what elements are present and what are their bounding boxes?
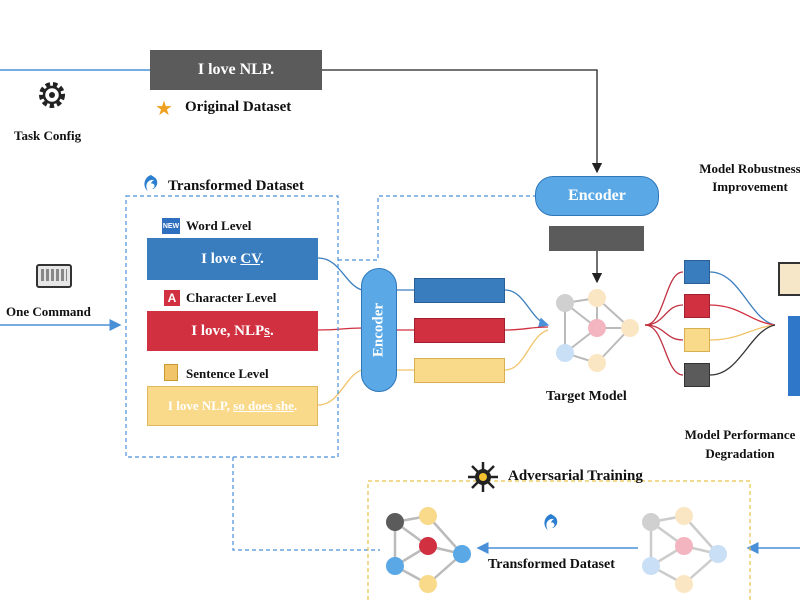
top-encoder-label: Encoder xyxy=(568,187,626,204)
embedding-bar-yellow xyxy=(414,358,505,383)
scroll-icon xyxy=(164,364,178,381)
keyboard-icon xyxy=(36,264,72,288)
character-level-box: I love, NLPs. xyxy=(147,311,318,351)
word-level-label: Word Level xyxy=(186,218,252,233)
word-level-text: I love CV. xyxy=(201,250,264,267)
embedding-bar-red xyxy=(414,318,505,343)
sentence-level-text: I love NLP, so does she. xyxy=(167,398,298,413)
original-text-box: I love NLP. xyxy=(150,50,322,90)
one-command-label: One Command xyxy=(6,304,91,319)
monitor-icon xyxy=(788,316,800,396)
character-level-label: Character Level xyxy=(186,290,277,305)
original-dataset-label: Original Dataset xyxy=(185,99,292,115)
swirl-icon xyxy=(544,514,558,530)
baseline-model-network-icon xyxy=(642,507,727,593)
sentence-level-label: Sentence Level xyxy=(186,366,269,381)
target-model-label: Target Model xyxy=(546,389,627,404)
original-text: I love NLP. xyxy=(197,61,275,78)
top-encoder: Encoder xyxy=(535,176,659,216)
output-square-gray xyxy=(684,363,710,387)
word-level-box: I love CV. xyxy=(147,238,318,280)
vertical-encoder: Encoder xyxy=(361,268,397,392)
target-model-network-icon xyxy=(556,289,639,372)
new-badge-icon: NEW xyxy=(162,218,180,234)
original-dataset-star-icon: ★ xyxy=(155,98,173,120)
swirl-icon xyxy=(144,175,158,191)
report-icon xyxy=(778,262,800,296)
output-square-red xyxy=(684,294,710,318)
letter-a-icon: A xyxy=(164,290,180,306)
output-square-yellow xyxy=(684,328,710,352)
transformed-dataset-title: Transformed Dataset xyxy=(168,178,304,194)
original-embedding-bar xyxy=(549,226,644,251)
sentence-level-box: I love NLP, so does she. xyxy=(147,386,318,426)
adversarial-training-title: Adversarial Training xyxy=(508,468,643,484)
embedding-bar-blue xyxy=(414,278,505,303)
task-config-label: Task Config xyxy=(14,128,82,143)
gear-icon xyxy=(39,82,65,108)
adversarial-icon xyxy=(468,462,498,492)
vertical-encoder-label: Encoder xyxy=(370,302,387,358)
character-level-text: I love, NLPs. xyxy=(191,322,274,339)
robust-model-network-icon xyxy=(386,507,471,593)
bottom-transformed-dataset-label: Transformed Dataset xyxy=(488,557,615,572)
output-square-blue xyxy=(684,260,710,284)
